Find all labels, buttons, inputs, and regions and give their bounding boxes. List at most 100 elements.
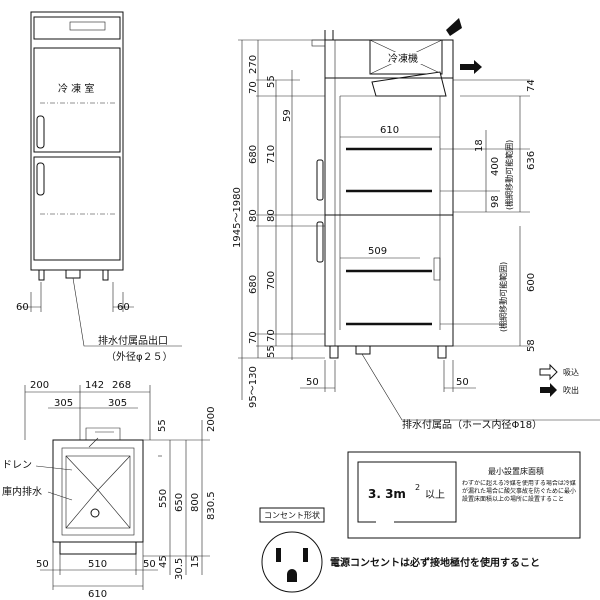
right-foot [102,269,109,281]
left-foot [38,269,45,281]
dim-58: 58 [526,339,537,352]
outlet-note: 電源コンセントは必ず接地極付を使用すること [330,556,540,569]
dim-650: 650 [174,493,185,512]
dim-2000: 2000 [206,407,217,432]
door-front [324,39,336,347]
dim-270: 270 [248,55,259,74]
min-area-frame [347,451,581,539]
outlet-icon [261,531,323,593]
legend-exhaust-label: 吸込 [563,368,579,377]
dim-70a: 70 [248,81,259,94]
side-body [324,77,454,347]
min-area-suffix: 以上 [425,489,445,501]
side-foot-right [437,345,447,359]
min-area-title: 最小設置床面積 [488,466,544,476]
dim-50-right-plan: 50 [143,559,156,570]
dim-total-height: 1945〜1980 [232,187,243,248]
cabinet-outline [30,11,124,271]
dim-610-side: 610 [380,125,399,136]
side-foot-left [329,345,339,359]
drain-hose-label: 排水付属品（ホース内径Φ18） [402,418,542,431]
dim-680a: 680 [248,145,259,164]
dim-70c: 70 [266,329,277,342]
front-right-dim: 60 [117,302,130,313]
fan-cover [433,257,441,281]
side-handle-lower [316,221,324,263]
dim-15: 15 [190,555,201,568]
dim-600: 600 [526,273,537,292]
dim-550: 550 [158,489,169,508]
min-area-note: わずかに超える冷媒を使用する場合は冷媒が漏れた場合に酸欠事故を防ぐために最小設置… [462,480,577,503]
dim-680b: 680 [248,275,259,294]
dim-305a: 305 [54,398,73,409]
upper-handle [36,115,45,149]
plan-outline [52,439,144,543]
outlet-shape-title-box [259,507,325,523]
dim-268: 268 [112,380,131,391]
plan-drain-pan [65,455,131,529]
freezer-room-label: 冷 凍 室 [58,82,94,95]
shelf-range-upper: (棚網移動可能範囲) [504,140,514,210]
blow-arrow [460,60,482,74]
dim-710: 710 [266,145,277,164]
drain-outlet-label: 排水付属品出口 [98,334,168,347]
side-view: 冷凍機 1945〜1980 270 70 [232,18,600,431]
dim-510: 510 [88,559,107,570]
legend-blow-label: 吹出 [563,385,579,395]
dim-800: 800 [190,493,201,512]
dim-55-plan: 55 [157,419,168,432]
dim-70b: 70 [248,331,259,344]
dim-55-bottom: 55 [266,345,277,358]
top-panel [33,16,121,40]
side-drain [355,345,371,355]
dim-200: 200 [30,380,49,391]
inner-drain-label: 庫内排水 [2,485,42,498]
legend-exhaust-arrow [539,363,558,381]
dim-305b: 305 [108,398,127,409]
plan-view: 200 142 268 305 305 ドレン 庫内排水 55 2000 [2,380,217,600]
dim-636: 636 [526,151,537,170]
dim-50-right-side: 50 [456,377,469,388]
min-area-sup: 2 [415,483,420,492]
legend: 吸込 吹出 [539,363,579,397]
drain-outlet [65,269,81,279]
dim-45: 45 [158,555,169,568]
dim-80: 80 [248,209,259,222]
dim-95-130: 95〜130 [248,366,259,408]
dim-55-top: 55 [266,75,277,88]
evaporator [371,71,447,97]
dim-400: 400 [490,157,501,176]
plan-inner [61,447,135,536]
front-left-dim: 60 [16,302,29,313]
legend-blow-arrow [540,383,557,397]
drain-outer-dia-label: （外径φ２５） [106,350,173,363]
lower-handle [36,162,45,196]
plan-drain-hole [90,508,100,518]
front-view: 冷 凍 室 60 60 排水付属品出口 （外径φ２５） [16,11,182,363]
dim-305-plan: 30.5 [174,558,185,580]
dim-610-plan: 610 [88,589,107,600]
exhaust-arrow [446,18,462,36]
dim-50-left-side: 50 [306,377,319,388]
dim-8305: 830.5 [206,491,217,520]
drain-label: ドレン [2,460,32,471]
min-area-value: 3. 3m [368,487,406,501]
dim-74: 74 [526,79,537,92]
upper-door [33,47,121,153]
dim-142: 142 [85,380,104,391]
dim-50-left-plan: 50 [36,559,49,570]
side-handle-upper [316,159,324,201]
dim-700: 700 [266,271,277,290]
outlet-shape-title: コンセント形状 [264,510,320,520]
floor-plan-symbol [357,461,457,523]
control-panel [69,21,106,31]
freezer-unit-label: 冷凍機 [388,52,418,65]
lower-door [33,156,121,261]
dim-80b: 80 [266,209,277,222]
dim-18: 18 [474,139,485,152]
min-area-box: 3. 3m 2 以上 最小設置床面積 わずかに超える冷媒を使用する場合は冷媒が漏… [347,451,581,539]
outlet-section: コンセント形状 電源コンセントは必ず接地極付を使用すること [259,507,540,593]
plan-bottom-block [59,541,137,555]
dim-59: 59 [282,109,293,122]
